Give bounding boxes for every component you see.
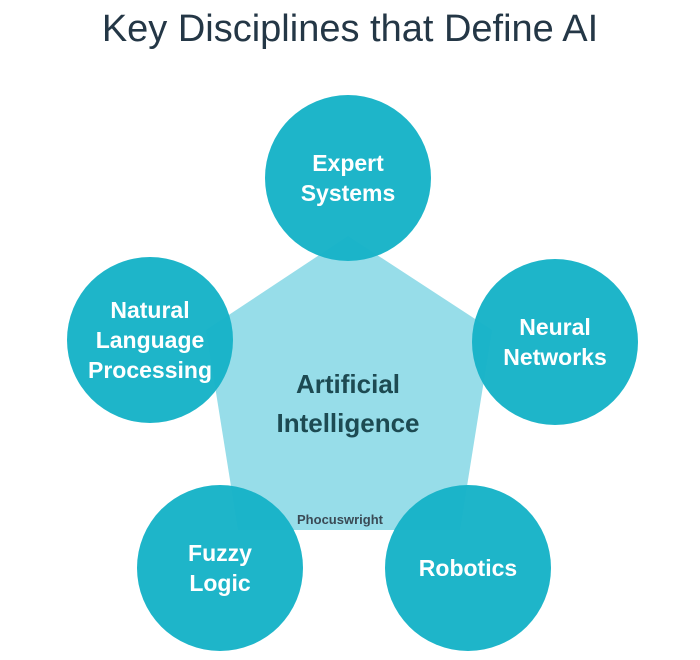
discipline-label: Robotics bbox=[419, 555, 517, 581]
discipline-circle bbox=[472, 259, 638, 425]
discipline-circle bbox=[67, 257, 233, 423]
discipline-label: Natural bbox=[110, 297, 189, 323]
phocuswright-logo: Phocuswright bbox=[297, 512, 384, 527]
discipline-circle bbox=[137, 485, 303, 651]
discipline-label: Language bbox=[96, 327, 205, 353]
discipline-label: Systems bbox=[301, 180, 396, 206]
discipline-label: Networks bbox=[503, 344, 607, 370]
discipline-label: Fuzzy bbox=[188, 540, 252, 566]
center-line-2: Intelligence bbox=[276, 408, 419, 438]
diagram-title: Key Disciplines that Define AI bbox=[101, 8, 599, 50]
discipline-label: Expert bbox=[312, 150, 384, 176]
discipline-circle bbox=[265, 95, 431, 261]
ai-pentagon bbox=[206, 236, 492, 530]
discipline-label: Processing bbox=[88, 357, 212, 383]
discipline-circle bbox=[385, 485, 551, 651]
discipline-label: Neural bbox=[519, 314, 591, 340]
center-line-1: Artificial bbox=[296, 369, 400, 399]
discipline-label: Logic bbox=[189, 570, 251, 596]
